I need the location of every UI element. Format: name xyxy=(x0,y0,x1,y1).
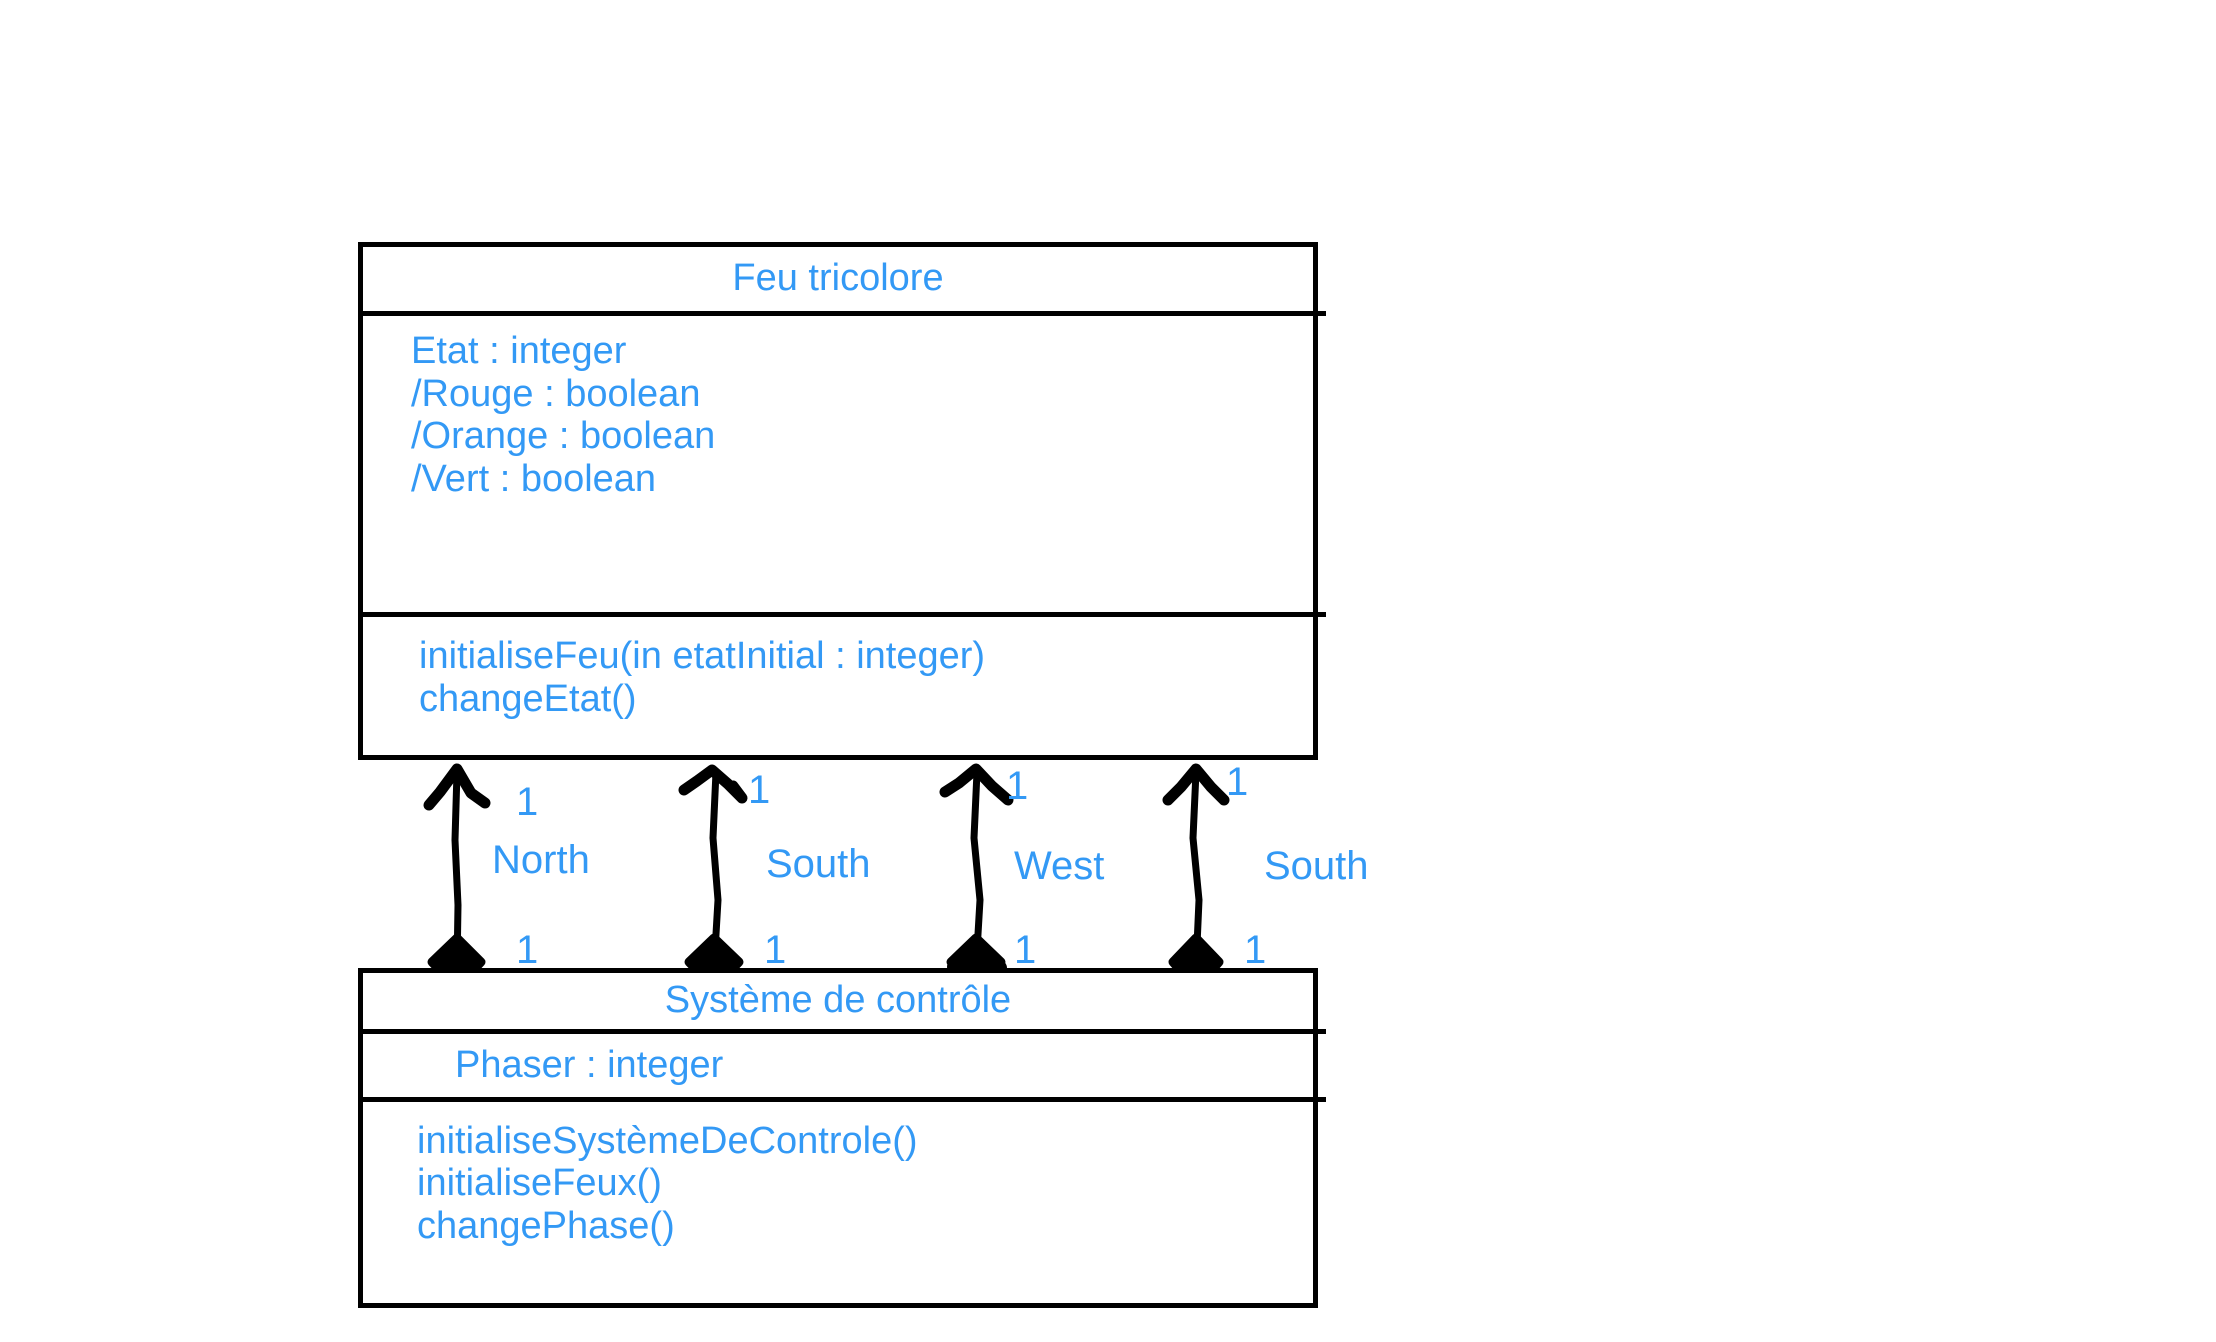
attribute-row: /Orange : boolean xyxy=(411,415,716,458)
multiplicity-north-source: 1 xyxy=(516,928,539,972)
operations-compartment-feu: initialiseFeu(in etatInitial : integer) … xyxy=(363,612,1326,755)
class-title-feu: Feu tricolore xyxy=(732,257,944,299)
multiplicity-west-source: 1 xyxy=(1014,928,1037,972)
operation-row: changeEtat() xyxy=(419,677,637,720)
class-box-systeme-de-controle[interactable]: Système de contrôle Phaser : integer ini… xyxy=(358,968,1326,1308)
attributes-compartment-feu: Etat : integer /Rouge : boolean /Orange … xyxy=(363,311,1326,612)
class-name-compartment-feu: Feu tricolore xyxy=(363,247,1313,311)
attribute-row: Etat : integer xyxy=(411,330,627,372)
operations-compartment-systeme: initialiseSystèmeDeControle() initialise… xyxy=(363,1096,1326,1308)
multiplicity-south-1-source: 1 xyxy=(764,928,787,972)
arrowhead-icon xyxy=(423,763,491,811)
attribute-row: Phaser : integer xyxy=(455,1044,724,1086)
attribute-row: /Vert : boolean xyxy=(411,457,657,500)
arrowhead-icon xyxy=(678,764,748,804)
association-west[interactable] xyxy=(939,763,1014,993)
association-north[interactable] xyxy=(423,763,491,993)
attribute-row: /Rouge : boolean xyxy=(411,372,701,415)
class-name-compartment-systeme: Système de contrôle xyxy=(363,973,1313,1029)
role-label-south-2: South xyxy=(1264,844,1369,888)
multiplicity-north-target: 1 xyxy=(516,780,539,824)
arrowhead-icon xyxy=(1162,763,1230,806)
class-box-feu-tricolore[interactable]: Feu tricolore Etat : integer /Rouge : bo… xyxy=(358,242,1326,760)
multiplicity-west-target: 1 xyxy=(1006,764,1029,808)
role-label-north: North xyxy=(492,838,590,882)
multiplicity-south-1-target: 1 xyxy=(748,768,771,812)
attributes-compartment-systeme: Phaser : integer xyxy=(363,1029,1326,1097)
arrowhead-icon xyxy=(939,763,1014,806)
operation-row: changePhase() xyxy=(417,1204,675,1247)
class-title-systeme: Système de contrôle xyxy=(664,979,1012,1021)
multiplicity-south-2-target: 1 xyxy=(1226,760,1249,804)
association-south-1[interactable] xyxy=(678,764,748,993)
association-south-2[interactable] xyxy=(1162,763,1230,993)
role-label-west: West xyxy=(1014,844,1105,888)
role-label-south-1: South xyxy=(766,842,871,886)
multiplicity-south-2-source: 1 xyxy=(1244,928,1267,972)
operation-row: initialiseFeu(in etatInitial : integer) xyxy=(419,635,986,677)
operation-row: initialiseSystèmeDeControle() xyxy=(417,1119,918,1162)
operation-row: initialiseFeux() xyxy=(417,1162,662,1205)
